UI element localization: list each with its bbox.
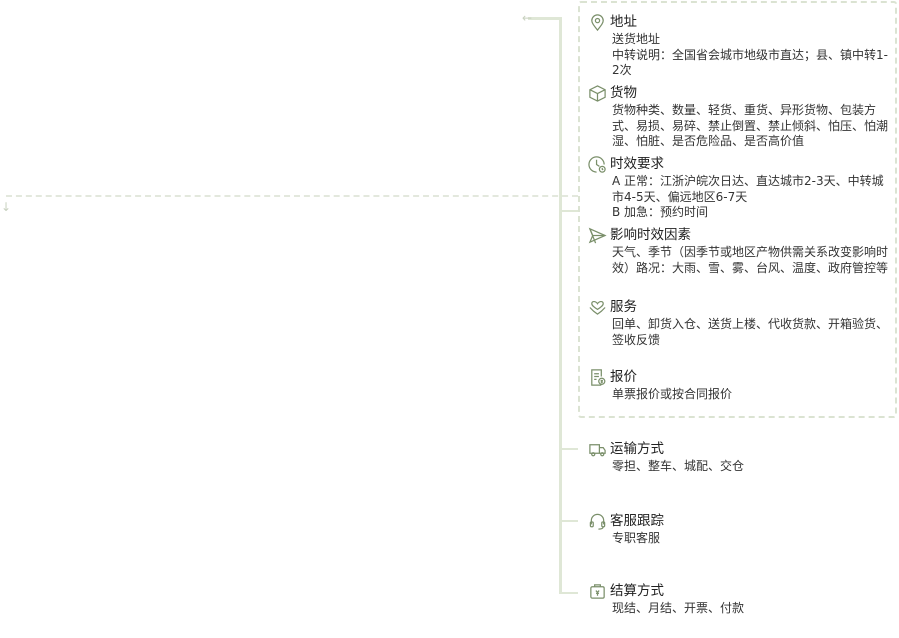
trunk-vertical-line [559,17,562,594]
node-timeliness-factors[interactable]: 影响时效因素 天气、季节（因季节或地区产物供需关系改变影响时效）路况：大雨、雪、… [588,225,890,276]
node-description: 专职客服 [612,531,661,545]
group-box-order-info [578,1,897,418]
node-description: 天气、季节（因季节或地区产物供需关系改变影响时效）路况：大雨、雪、雾、台风、温度… [612,245,889,275]
node-description: 送货地址 中转说明：全国省会城市地级市直达；县、镇中转1-2次 [612,32,888,78]
node-description: 现结、月结、开票、付款 [612,601,745,615]
node-address[interactable]: 地址 送货地址 中转说明：全国省会城市地级市直达；县、镇中转1-2次 [588,12,890,79]
node-title: 服务 [610,299,637,315]
branch-group-box [561,210,578,212]
node-title: 运输方式 [610,441,664,457]
arrow-left-icon: ← [522,11,533,25]
arrow-down-icon: ↓ [1,200,12,214]
node-settlement[interactable]: 结算方式 现结、月结、开票、付款 [588,581,890,617]
node-description: 回单、卸货入仓、送货上楼、代收货款、开箱验货、签收反馈 [612,317,889,347]
node-service[interactable]: 服务 回单、卸货入仓、送货上楼、代收货款、开箱验货、签收反馈 [588,297,890,348]
headset-icon [588,511,610,531]
node-title: 货物 [610,85,637,101]
quote-document-icon [588,367,610,387]
node-goods[interactable]: 货物 货物种类、数量、轻货、重货、异形货物、包装方式、易损、易碎、禁止倒置、禁止… [588,83,890,150]
node-description: A 正常：江浙沪皖次日达、直达城市2-3天、中转城市4-5天、偏远地区6-7天 … [612,174,884,220]
wallet-icon [588,581,610,601]
node-title: 结算方式 [610,583,664,599]
node-title: 影响时效因素 [610,227,691,243]
paper-plane-icon [588,225,610,245]
node-title: 时效要求 [610,156,664,172]
node-title: 报价 [610,369,637,385]
timer-icon [588,154,610,174]
node-quotation[interactable]: 报价 单票报价或按合同报价 [588,367,890,403]
branch-settlement [561,592,578,594]
node-description: 单票报价或按合同报价 [612,387,733,401]
box-icon [588,83,610,103]
truck-icon [588,439,610,459]
node-description: 货物种类、数量、轻货、重货、异形货物、包装方式、易损、易碎、禁止倒置、禁止倾斜、… [612,103,889,149]
node-transport-mode[interactable]: 运输方式 零担、整车、城配、交仓 [588,439,890,475]
node-title: 客服跟踪 [610,513,664,529]
location-pin-icon [588,12,610,32]
branch-transport [561,448,578,450]
node-time-requirement[interactable]: 时效要求 A 正常：江浙沪皖次日达、直达城市2-3天、中转城市4-5天、偏远地区… [588,154,890,221]
trunk-connector-top [528,17,562,20]
node-description: 零担、整车、城配、交仓 [612,459,745,473]
node-title: 地址 [610,14,637,30]
handshake-icon [588,297,610,317]
branch-customer-service [561,520,578,522]
dashed-link-left [6,195,578,197]
node-customer-service[interactable]: 客服跟踪 专职客服 [588,511,890,547]
